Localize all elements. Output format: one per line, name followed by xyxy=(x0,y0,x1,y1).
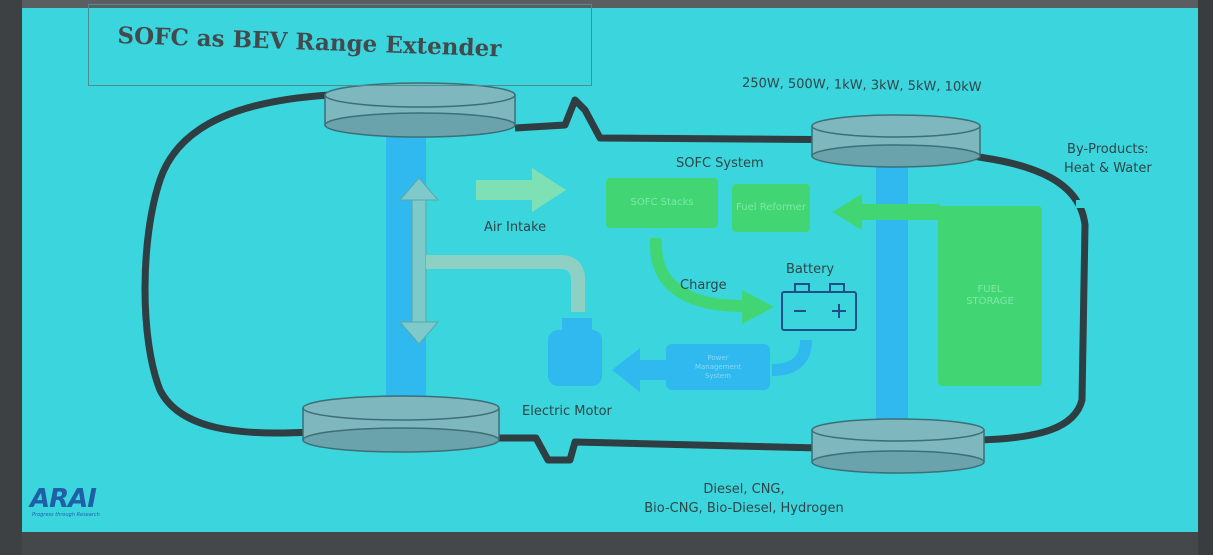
fuel-storage-box: FUEL STORAGE xyxy=(938,206,1042,386)
sofc-system-label: SOFC System xyxy=(676,156,764,171)
air-intake-label: Air Intake xyxy=(484,220,547,235)
arai-tagline: Progress through Research xyxy=(32,512,100,518)
charge-arrow-shaft xyxy=(649,237,745,312)
suspension-arrow xyxy=(398,177,440,345)
power-management-box: Power Management System xyxy=(666,344,770,390)
electric-motor xyxy=(548,318,602,386)
fuel-arrow xyxy=(832,194,940,230)
byproducts-label: By-Products: Heat & Water xyxy=(1064,140,1152,178)
sofc-stacks-label: SOFC Stacks xyxy=(630,197,694,208)
battery-label: Battery xyxy=(786,262,835,277)
arai-logo: ARAI xyxy=(30,484,97,514)
title-box xyxy=(88,4,592,86)
byproducts-line2: Heat & Water xyxy=(1064,161,1152,176)
battery-icon xyxy=(781,283,857,331)
wheel-rear-top xyxy=(324,82,516,138)
charge-arrow-head xyxy=(742,290,774,324)
sofc-stacks-box: SOFC Stacks xyxy=(606,178,718,228)
wheel-rear-bottom xyxy=(302,395,500,453)
electric-motor-label: Electric Motor xyxy=(522,404,612,419)
motor-arrow xyxy=(612,348,668,392)
power-management-label: Power Management System xyxy=(694,353,742,380)
body-gap xyxy=(1076,200,1088,208)
charge-label: Charge xyxy=(680,278,727,293)
fuel-reformer-label: Fuel Reformer xyxy=(736,202,806,213)
fuel-reformer-box: Fuel Reformer xyxy=(732,184,810,232)
fuels-line2: Bio-CNG, Bio-Diesel, Hydrogen xyxy=(644,501,844,516)
fuels-label: Diesel, CNG, Bio-CNG, Bio-Diesel, Hydrog… xyxy=(614,480,874,518)
byproducts-line1: By-Products: xyxy=(1067,142,1149,157)
air-intake-arrow xyxy=(476,168,566,212)
fuels-line1: Diesel, CNG, xyxy=(703,482,785,497)
wheel-front-bottom xyxy=(811,418,985,474)
drive-shaft xyxy=(426,255,585,312)
fuel-storage-label: FUEL STORAGE xyxy=(966,284,1014,307)
front-axle xyxy=(876,140,908,430)
wheel-front-top xyxy=(811,114,981,168)
battery-link xyxy=(771,339,812,376)
car-body-outline xyxy=(141,91,1089,464)
